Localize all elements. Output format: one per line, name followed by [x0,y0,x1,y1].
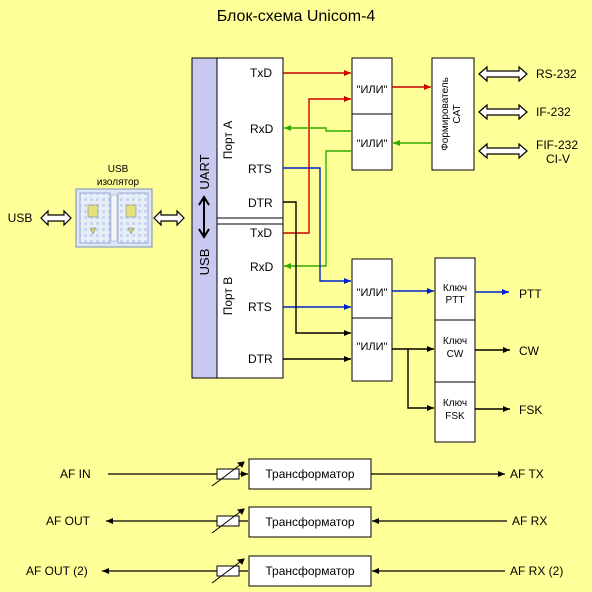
usb-double-arrow-left [40,209,72,227]
port-b-label: Порт В [221,277,235,316]
cat-former-line1: Формирователь [440,77,451,151]
transformer-label-2: Трансформатор [265,515,355,529]
wire-port-a-dtr [283,201,351,336]
transformer-label-1: Трансформатор [265,467,355,481]
usb-isolator-image [75,188,153,248]
port-a-rxd: RxD [250,122,274,136]
transformer-label-3: Трансформатор [265,564,355,578]
ptt-output-label: PTT [519,287,542,301]
variable-resistor-icon [211,508,245,534]
key-cw-box [434,319,476,383]
uart-bar-usb-label: USB [197,249,212,276]
or-gate-1-label: "ИЛИ" [357,84,388,96]
wire-or2-to-port-a-rxd [284,125,352,132]
wire-or2-to-port-b-rxd [284,150,352,269]
port-b-rxd: RxD [250,260,274,274]
if232-label: IF-232 [536,105,571,119]
transformer-box-2 [248,506,372,538]
cat-former-line2: CAT [452,104,463,123]
port-b-dtr: DTR [248,352,273,366]
af-rx-label: AF RX [512,514,547,528]
wire-port-a-rts [283,167,351,284]
port-a-txd: TxD [250,66,272,80]
af-tx-label: AF TX [510,467,544,481]
key-fsk-line2: FSK [445,411,465,422]
or-gate-4-label: "ИЛИ" [357,341,388,353]
uart-block [191,57,284,379]
fsk-output-label: FSK [519,403,542,417]
key-ptt-box [434,257,476,321]
key-ptt-line2: PTT [446,295,465,306]
usb-label: USB [8,211,33,225]
af-in-label: AF IN [60,467,91,481]
if232-double-arrow [478,103,528,121]
transformer-box-3 [248,555,372,587]
af-rx-2-label: AF RX (2) [510,564,563,578]
port-b-rts: RTS [248,300,272,314]
uart-bar-uart-label: UART [197,154,212,189]
af-out-label: AF OUT [46,514,91,528]
or-gate-group-bottom [351,258,393,382]
or-gate-2-label: "ИЛИ" [357,138,388,150]
rs232-label: RS-232 [536,67,577,81]
uart-vertical-double-arrow [198,195,210,239]
rs232-double-arrow [478,65,528,83]
key-fsk-box [434,381,476,443]
civ-label: CI-V [546,152,570,166]
or-gate-group-top [351,57,393,171]
key-cw-line2: CW [447,349,464,360]
key-ptt-line1: Ключ [443,283,467,294]
port-a-rts: RTS [248,162,272,176]
fif232-double-arrow [478,142,528,160]
or-gate-3-label: "ИЛИ" [357,287,388,299]
usb-isolator-title: USB [108,164,129,175]
usb-double-arrow-right [153,209,185,227]
af-out-2-label: AF OUT (2) [26,564,88,578]
wire-port-b-txd [283,96,351,234]
port-a-label: Порт А [221,121,235,160]
variable-resistor-icon [211,558,245,584]
key-fsk-line1: Ключ [443,398,467,409]
diagram-title: Блок-схема Unicom-4 [217,8,376,25]
port-a-dtr: DTR [248,196,273,210]
wire-or4-to-fsk-key [407,349,434,411]
key-cw-line1: Ключ [443,336,467,347]
cw-output-label: CW [519,344,540,358]
variable-resistor-icon [211,461,245,487]
transformer-box-1 [248,458,372,490]
cat-former-box [431,57,475,171]
port-b-txd: TxD [250,226,272,240]
usb-isolator-subtitle: изолятор [97,177,140,188]
fif232-label: FIF-232 [536,138,578,152]
